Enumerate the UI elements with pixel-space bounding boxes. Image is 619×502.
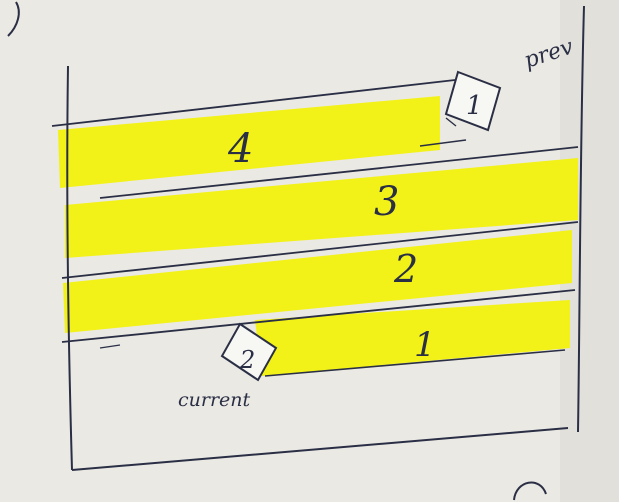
band-1 [255, 300, 570, 376]
band-2 [63, 230, 572, 333]
prev-marker-box [444, 70, 502, 132]
band-1-label: 1 [414, 325, 436, 365]
right-border-line [577, 5, 585, 433]
band-4-label: 4 [227, 126, 253, 172]
corner-scribble-bottom [513, 481, 547, 501]
prev-marker-tail [445, 117, 457, 127]
prev-marker-number: 1 [466, 91, 483, 121]
row-line-top [51, 79, 456, 127]
left-border-line [66, 65, 73, 471]
current-marker-number: 2 [239, 346, 255, 374]
band-3-label: 3 [374, 179, 399, 225]
bottom-border-line [71, 427, 569, 471]
band-4 [58, 96, 440, 188]
prev-marker-arrow [419, 139, 467, 147]
row-line-2-top [61, 221, 579, 279]
current-label: current [178, 389, 251, 411]
band-3 [65, 158, 578, 258]
band-2-label: 2 [393, 247, 418, 291]
row-line-bottom [264, 349, 566, 377]
corner-scribble-top [7, 1, 20, 37]
current-marker-box [220, 322, 278, 382]
tick-mark [99, 344, 121, 349]
row-line-3-top [99, 146, 579, 199]
row-line-1-top [61, 289, 576, 343]
